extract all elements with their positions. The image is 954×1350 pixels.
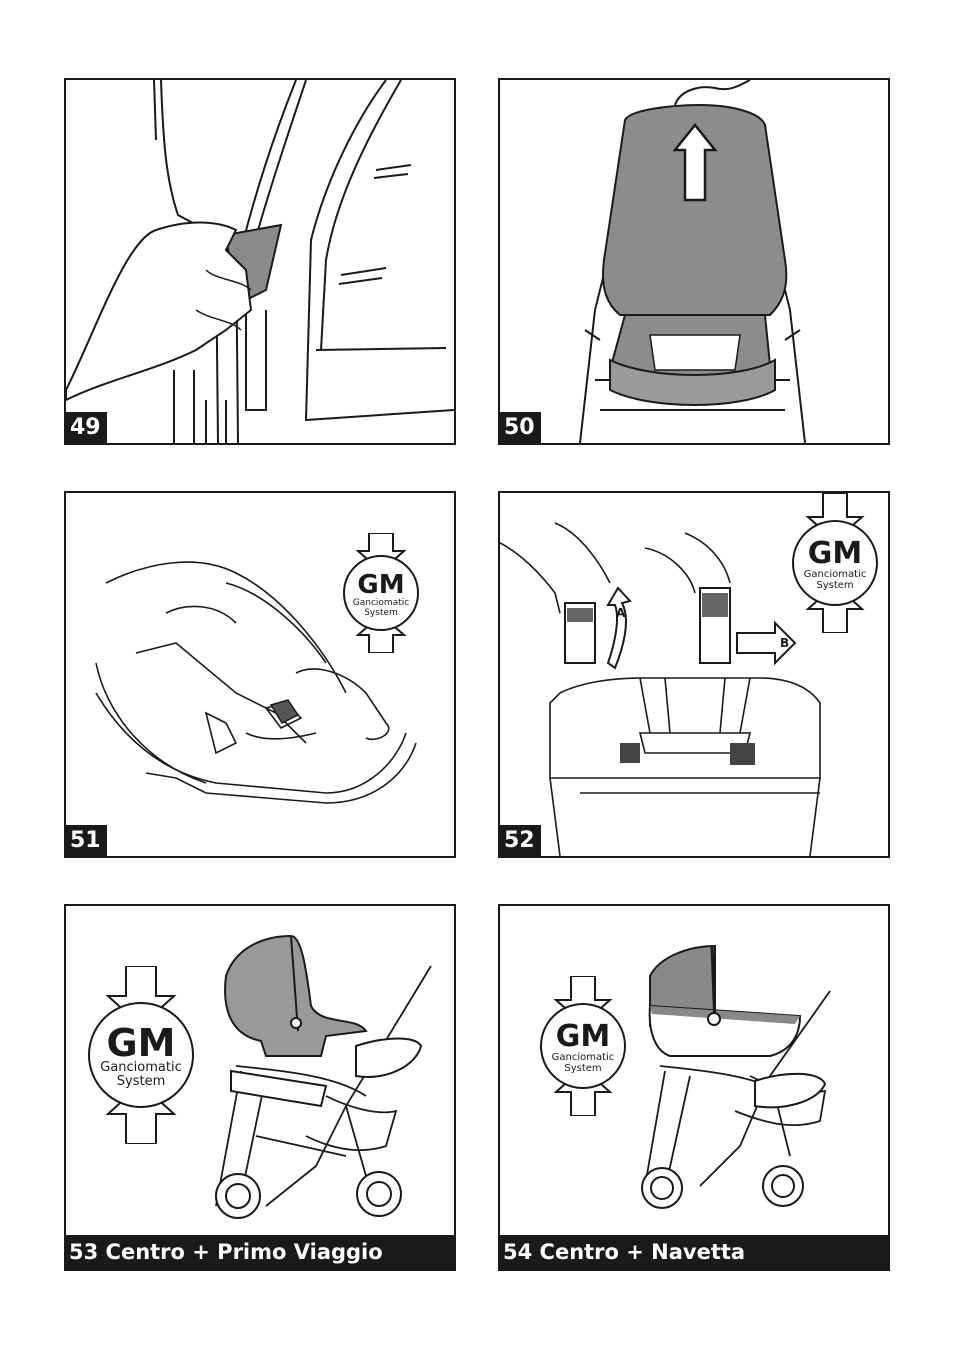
- illustration-50: [579, 80, 806, 443]
- illustration-53: [66, 906, 432, 1256]
- figure-49: 49: [64, 78, 456, 445]
- gm-line1: Ganciomatic: [353, 598, 409, 608]
- figure-51: GM Ganciomatic System 51: [64, 491, 456, 858]
- figure-54: GM Ganciomatic System 54 Centro + Navett…: [498, 904, 890, 1271]
- gm-line2: System: [816, 580, 853, 591]
- ganciomatic-logo: GM Ganciomatic System: [343, 533, 419, 653]
- gm-mark: GM: [106, 1021, 175, 1065]
- illustration-54: [641, 944, 831, 1209]
- illustration-49: [66, 80, 454, 443]
- figure-caption: 54 Centro + Navetta: [500, 1235, 888, 1269]
- figure-caption: 53 Centro + Primo Viaggio: [66, 1235, 454, 1269]
- gm-line2: System: [564, 1063, 601, 1074]
- ganciomatic-logo: GM Ganciomatic System: [88, 966, 194, 1144]
- illustration-51: [95, 561, 417, 804]
- gm-line2: System: [117, 1074, 165, 1089]
- illustration-52: A B: [500, 522, 821, 856]
- ganciomatic-logo: GM Ganciomatic System: [792, 493, 878, 633]
- gm-line2: System: [364, 608, 398, 618]
- gm-line1: Ganciomatic: [804, 569, 867, 580]
- figure-number: 50: [500, 412, 541, 443]
- figure-number: 52: [500, 825, 541, 856]
- arrow-label-b: B: [780, 636, 789, 650]
- figure-number: 51: [66, 825, 107, 856]
- gm-mark: GM: [556, 1019, 610, 1054]
- gm-line1: Ganciomatic: [552, 1052, 615, 1063]
- figure-52: A B GM Ganciomatic System 52: [498, 491, 890, 858]
- arrow-label-a: A: [616, 606, 626, 620]
- figure-50: 50: [498, 78, 890, 445]
- gm-mark: GM: [808, 536, 862, 571]
- gm-line1: Ganciomatic: [100, 1060, 181, 1075]
- ganciomatic-logo: GM Ganciomatic System: [540, 976, 626, 1116]
- gm-mark: GM: [357, 570, 404, 600]
- figure-number: 49: [66, 412, 107, 443]
- figure-53: GM Ganciomatic System 53 Centro + Primo …: [64, 904, 456, 1271]
